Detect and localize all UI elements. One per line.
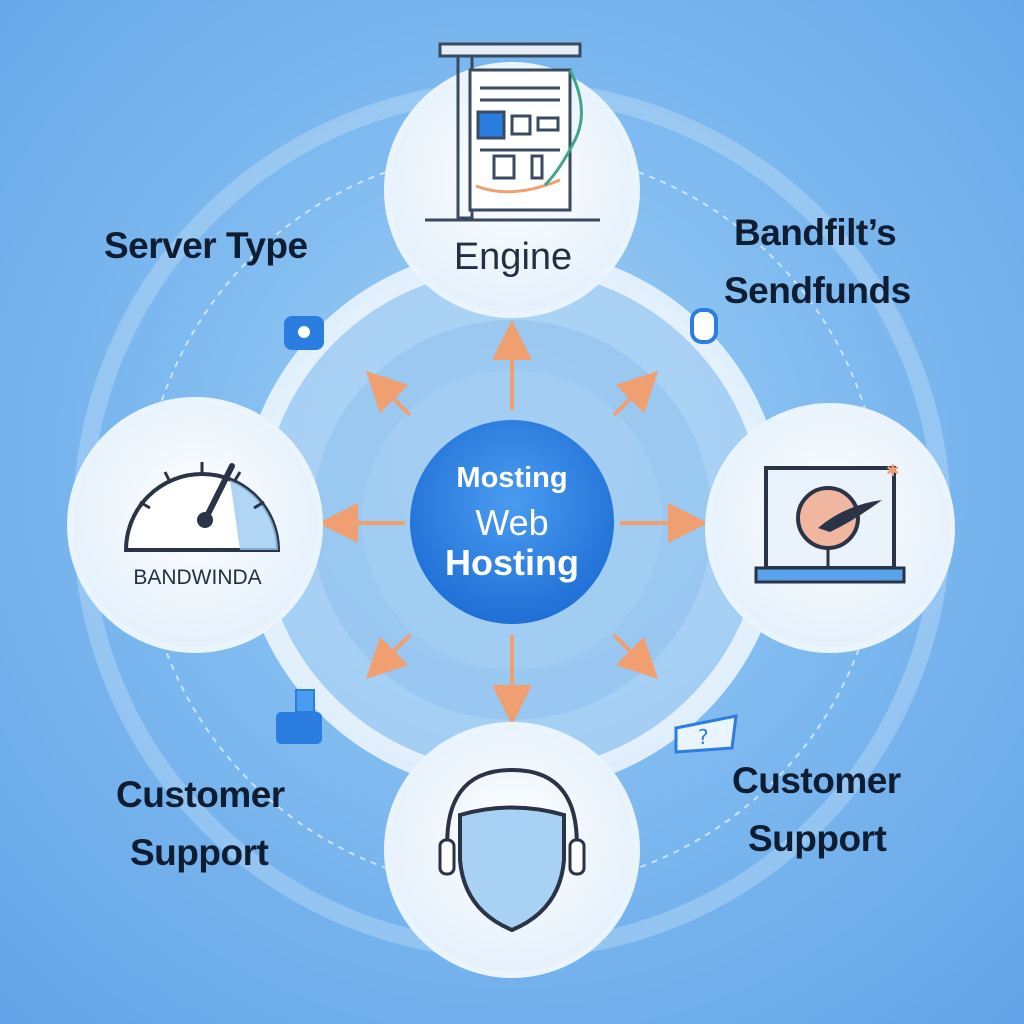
node-top [384, 42, 640, 318]
label-customer-support-left-line2: Support [130, 832, 269, 873]
label-customer-support-left-line1: Customer [116, 774, 285, 815]
arrow-upleft [365, 370, 412, 417]
lock-icon [690, 308, 718, 344]
arrow-downright [612, 633, 659, 680]
svg-text:?: ? [698, 725, 709, 749]
chat-bubble-icon [284, 316, 324, 350]
node-top-label: Engine [453, 236, 573, 278]
laptop-gauge-icon: ✱ [754, 461, 906, 584]
label-bandfilts-line2: Sendfunds [724, 270, 911, 311]
label-customer-support-left: Customer Support [116, 766, 285, 882]
node-bottom [384, 722, 640, 978]
arrows [318, 320, 708, 725]
label-customer-support-right: Customer Support [732, 752, 901, 868]
node-right: ✱ [705, 403, 955, 653]
label-customer-support-right-line1: Customer [732, 760, 901, 801]
label-bandfilts: Bandfilt’s Sendfunds [724, 204, 911, 320]
speedometer-icon [123, 462, 281, 552]
center-line-3: Hosting [445, 542, 579, 583]
database-icon [276, 689, 322, 744]
center-line-1: Mosting [456, 462, 568, 494]
label-bandfilts-line1: Bandfilt’s [734, 212, 897, 253]
server-rack-icon [425, 42, 600, 222]
center-line-2: Web [475, 502, 549, 543]
svg-text:✱: ✱ [886, 461, 899, 480]
arrow-upright [612, 370, 659, 417]
help-chat-icon: ? [674, 714, 738, 754]
node-left [67, 397, 323, 653]
label-server-type-line1: Server Type [104, 225, 308, 266]
center-circle [410, 420, 614, 624]
arrow-downleft [365, 633, 412, 680]
label-server-type: Server Type [104, 224, 308, 268]
node-left-label: BANDWINDA [133, 566, 262, 589]
label-customer-support-right-line2: Support [748, 818, 887, 859]
shield-headset-icon [438, 767, 586, 933]
